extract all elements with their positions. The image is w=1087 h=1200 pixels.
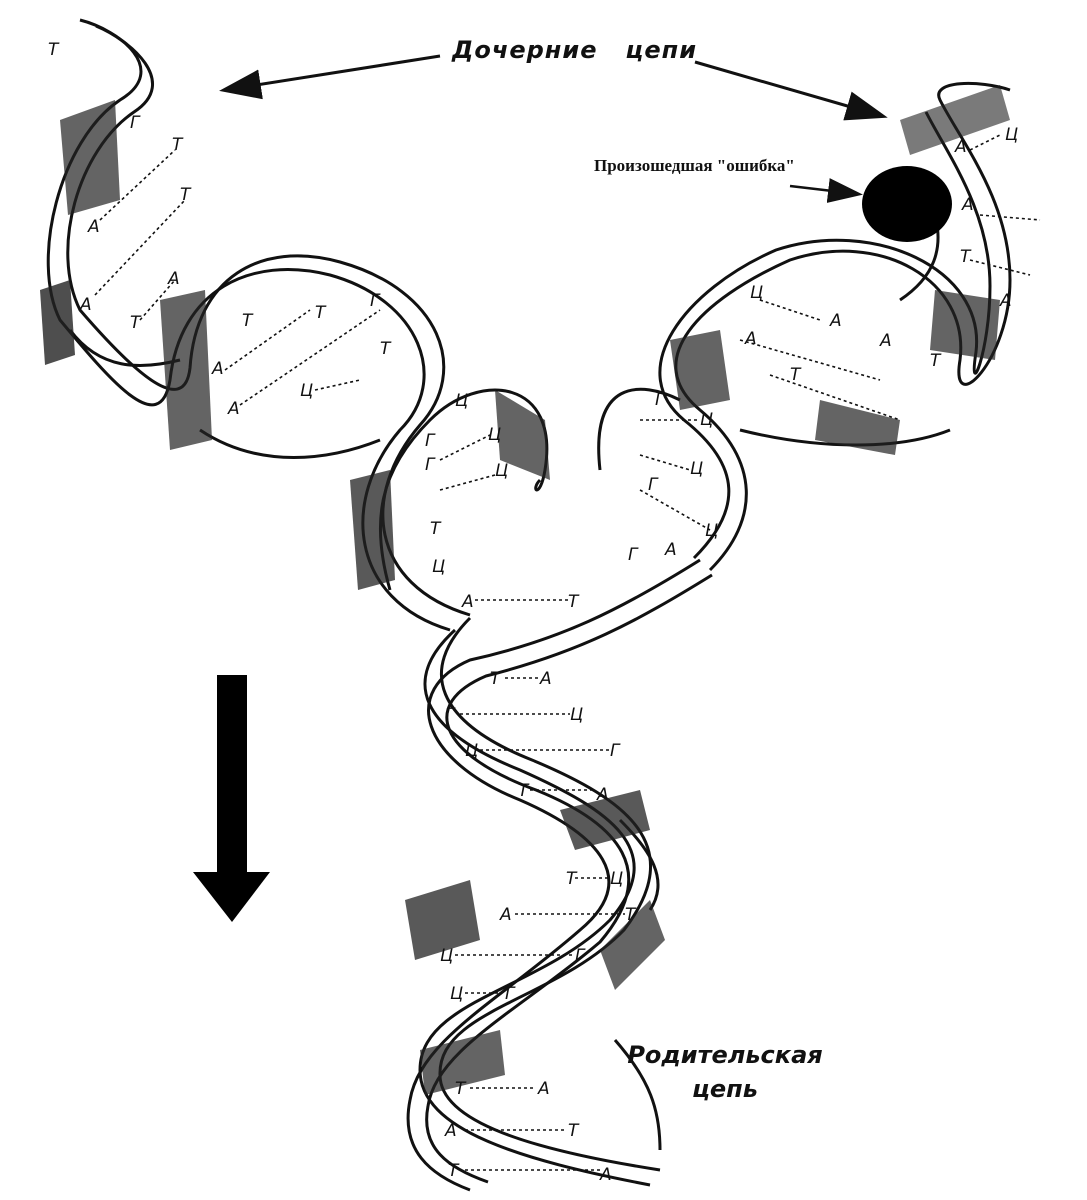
parent-base: Т [455, 1079, 467, 1099]
right-daughter-base: Ц [1005, 125, 1018, 145]
parent-base: Т [568, 592, 580, 612]
right-daughter-base: А [829, 311, 842, 331]
parent-base: Т [490, 669, 502, 689]
left-daughter-base: А [167, 269, 180, 289]
parent-chain-label-line2: цепь [692, 1075, 758, 1103]
left-daughter-base: Ц [488, 425, 501, 445]
parent-base: А [539, 669, 552, 689]
parent-base: А [537, 1079, 550, 1099]
left-daughter-base: Т [430, 519, 442, 539]
parent-base: Т [448, 1161, 460, 1181]
parent-base: Ц [570, 705, 583, 725]
left-daughter-base: Т [130, 313, 142, 333]
parent-base: А [499, 905, 512, 925]
right-daughter-base: Ц [705, 521, 718, 541]
left-daughter-base: Г [425, 455, 436, 475]
left-daughter-base: А [211, 359, 224, 379]
left-daughter-base: Т [48, 40, 60, 60]
parent-base: Г [610, 741, 621, 761]
left-daughter-base: Т [380, 339, 392, 359]
parent-base: Ц [440, 946, 453, 966]
right-daughter-base: А [744, 329, 757, 349]
right-daughter-base: А [999, 291, 1012, 311]
left-daughter-base: Т [172, 135, 184, 155]
daughter-left-arrow [219, 54, 441, 100]
parent-helix-shading [405, 790, 665, 1095]
left-helix-shading [40, 100, 550, 590]
parent-base: Т [568, 1121, 580, 1141]
parent-base: Т [566, 869, 578, 889]
left-daughter-base: Т [242, 311, 254, 331]
parent-base: Т [625, 905, 637, 925]
right-daughter-base: А [879, 331, 892, 351]
left-daughter-base: А [79, 295, 92, 315]
left-daughter-base: Ц [455, 391, 468, 411]
left-daughter-base: Г [370, 291, 381, 311]
left-daughter-base: А [87, 217, 100, 237]
parent-base: Г [505, 984, 516, 1004]
right-daughter-base: Ц [690, 459, 703, 479]
right-daughter-base: А [961, 195, 974, 215]
right-daughter-base: Т [960, 247, 972, 267]
right-daughter-base: Г [648, 475, 659, 495]
label-arrows [219, 54, 888, 203]
right-daughter-base: А [664, 540, 677, 560]
right-helix-shading [670, 85, 1010, 455]
daughter-chains-label: Дочерние цепи [452, 36, 698, 64]
parent-base: Т [518, 781, 530, 801]
parent-base: Ц [610, 869, 623, 889]
left-daughter-base: Т [315, 303, 327, 323]
left-daughter-base: Г [130, 113, 141, 133]
left-daughter-base: Ц [432, 557, 445, 577]
parent-base: А [596, 785, 609, 805]
parent-base: Ц [465, 741, 478, 761]
right-daughter-base: Т [790, 365, 802, 385]
left-daughter-base: Г [425, 431, 436, 451]
right-daughter-base: А [954, 137, 967, 157]
base-letters: А Т Т А Г Ц Ц Г Т А Т Ц А Т Ц Г Ц Г Т А … [48, 40, 1018, 1185]
parent-base: А [444, 1121, 457, 1141]
parent-base: Ц [450, 984, 463, 1004]
error-arrow [789, 178, 863, 203]
left-daughter-base: Ц [300, 381, 313, 401]
parent-base: А [461, 592, 474, 612]
parent-base: А [599, 1165, 612, 1185]
right-daughter-base: Т [930, 351, 942, 371]
parent-chain-label: Родительская цепь [620, 1038, 830, 1106]
parent-chain-label-line1: Родительская [627, 1041, 823, 1069]
right-daughter-base: Ц [700, 410, 713, 430]
right-daughter-base: Ц [750, 283, 763, 303]
right-daughter-base: Г [655, 390, 666, 410]
left-daughter-base: Ц [495, 461, 508, 481]
left-daughter-base: А [227, 399, 240, 419]
right-daughter-base: Г [628, 545, 639, 565]
down-arrow-icon [193, 675, 270, 922]
base-pair-rungs [94, 134, 1041, 1171]
daughter-right-arrow [694, 60, 888, 121]
left-daughter-base: Т [180, 185, 192, 205]
error-label: Произошедшая "ошибка" [594, 156, 795, 175]
parent-base: Г [445, 705, 456, 725]
error-blob-icon [862, 166, 952, 242]
left-daughter-helix [46, 18, 549, 632]
parent-base: Г [575, 946, 586, 966]
